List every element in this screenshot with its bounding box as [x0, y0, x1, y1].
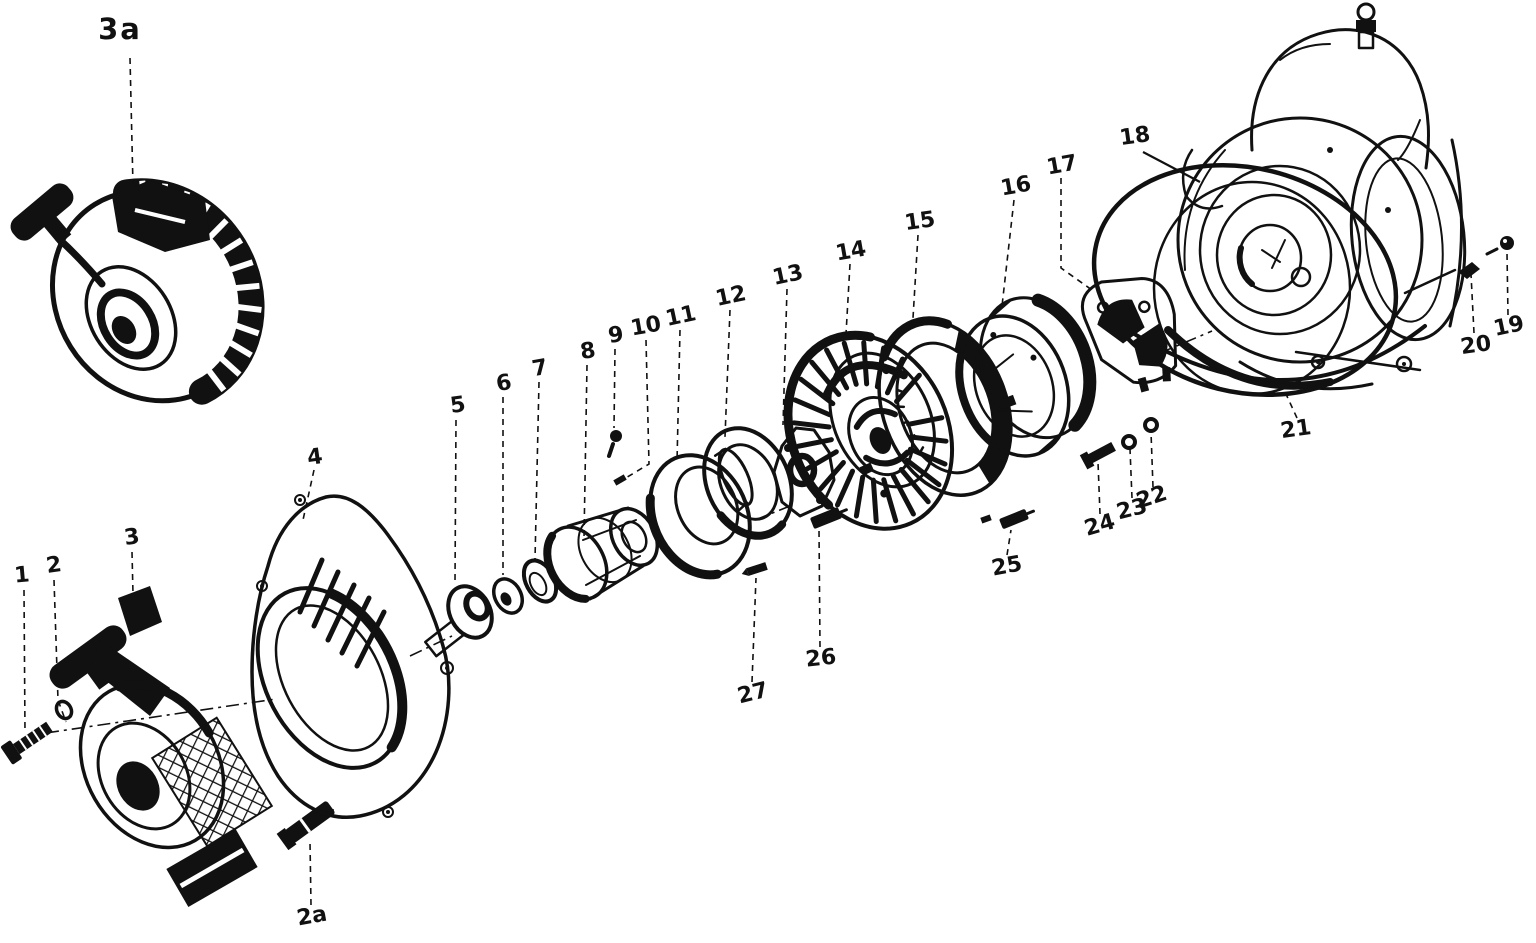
leader-line-20	[1470, 273, 1475, 334]
leader-line-14	[845, 263, 851, 335]
part-label-2: 2	[45, 552, 64, 579]
part-label-18: 18	[1118, 122, 1152, 151]
leader-line-24	[1097, 461, 1101, 515]
part-label-1: 1	[13, 562, 30, 588]
starter-drum	[955, 293, 1097, 458]
leader-line-3	[131, 551, 134, 595]
part-label-7: 7	[530, 355, 549, 382]
part-label-20: 20	[1459, 331, 1493, 360]
leader-line-22	[1150, 431, 1154, 488]
part-label-2a: 2a	[295, 902, 329, 932]
leader-line-9	[613, 348, 616, 429]
starter-pull-handle	[10, 183, 74, 245]
part-label-21: 21	[1279, 415, 1313, 444]
leader-line-21	[1285, 393, 1298, 419]
part-label-16: 16	[999, 172, 1034, 202]
washer-22	[1143, 417, 1159, 433]
leader-line-23	[1129, 448, 1133, 499]
part-label-4: 4	[306, 444, 325, 471]
leader-line-26	[818, 528, 821, 648]
part-label-11: 11	[663, 301, 698, 332]
leader-line-13	[782, 288, 788, 426]
part-label-26: 26	[804, 644, 837, 672]
washer-23	[1121, 434, 1137, 450]
part-label-10: 10	[629, 312, 664, 342]
leader-line-2a	[309, 841, 312, 906]
part-label-13: 13	[770, 260, 805, 291]
leader-line-12	[724, 309, 731, 438]
leader-line-5	[454, 419, 457, 583]
screw-26	[810, 507, 848, 529]
leader-line-17	[1060, 178, 1093, 291]
part-label-15: 15	[903, 207, 937, 236]
part-label-17: 17	[1045, 151, 1080, 181]
part-label-6: 6	[494, 370, 513, 397]
screw-24	[1079, 441, 1116, 470]
part-label-5: 5	[449, 392, 468, 419]
leader-line-27	[751, 577, 757, 683]
part-label-3: 3	[123, 524, 142, 551]
part-label-3a: 3a	[98, 12, 142, 46]
small-washer	[491, 577, 525, 615]
clip	[1403, 247, 1499, 295]
leader-line-15	[912, 234, 919, 319]
part-label-8: 8	[579, 338, 598, 365]
thrust-ring	[702, 426, 794, 540]
part-label-27: 27	[735, 678, 771, 710]
woodruff-key	[607, 430, 622, 458]
part-label-12: 12	[713, 281, 748, 312]
fan-cover	[250, 494, 454, 819]
mounting-screw	[1, 721, 53, 765]
leader-line-11	[676, 329, 681, 463]
ignition-coil-assembly	[1081, 276, 1178, 393]
nut	[1500, 236, 1514, 250]
starter-pulley-hub	[424, 584, 494, 658]
leader-line-10	[623, 339, 650, 480]
bearing-cone	[645, 447, 754, 580]
flywheel	[783, 330, 955, 531]
screw-25	[980, 509, 1035, 529]
leader-line-19	[1506, 252, 1509, 316]
part-label-14: 14	[834, 237, 869, 267]
part-label-9: 9	[607, 322, 626, 349]
part-label-23: 23	[1114, 494, 1150, 526]
leader-line-2	[53, 579, 67, 723]
leader-line-8	[583, 364, 588, 539]
leader-line-16	[1001, 199, 1015, 307]
spark-plug-wire-loop	[1091, 162, 1399, 398]
leader-line-18	[1142, 151, 1201, 183]
pin-27	[741, 562, 768, 576]
part-label-19: 19	[1491, 311, 1526, 342]
retainer-pin	[613, 474, 627, 486]
leader-line-1	[23, 589, 26, 734]
rope-pulley-assembly	[49, 586, 274, 908]
part-label-25: 25	[990, 552, 1025, 582]
leader-line-3a	[129, 57, 134, 187]
leader-line-25	[1006, 529, 1012, 556]
recoil-starter-assembly	[10, 178, 265, 405]
leader-line-4	[302, 469, 315, 521]
ground-wire	[1126, 324, 1427, 382]
part-label-24: 24	[1082, 509, 1118, 541]
leader-line-7	[534, 381, 540, 561]
